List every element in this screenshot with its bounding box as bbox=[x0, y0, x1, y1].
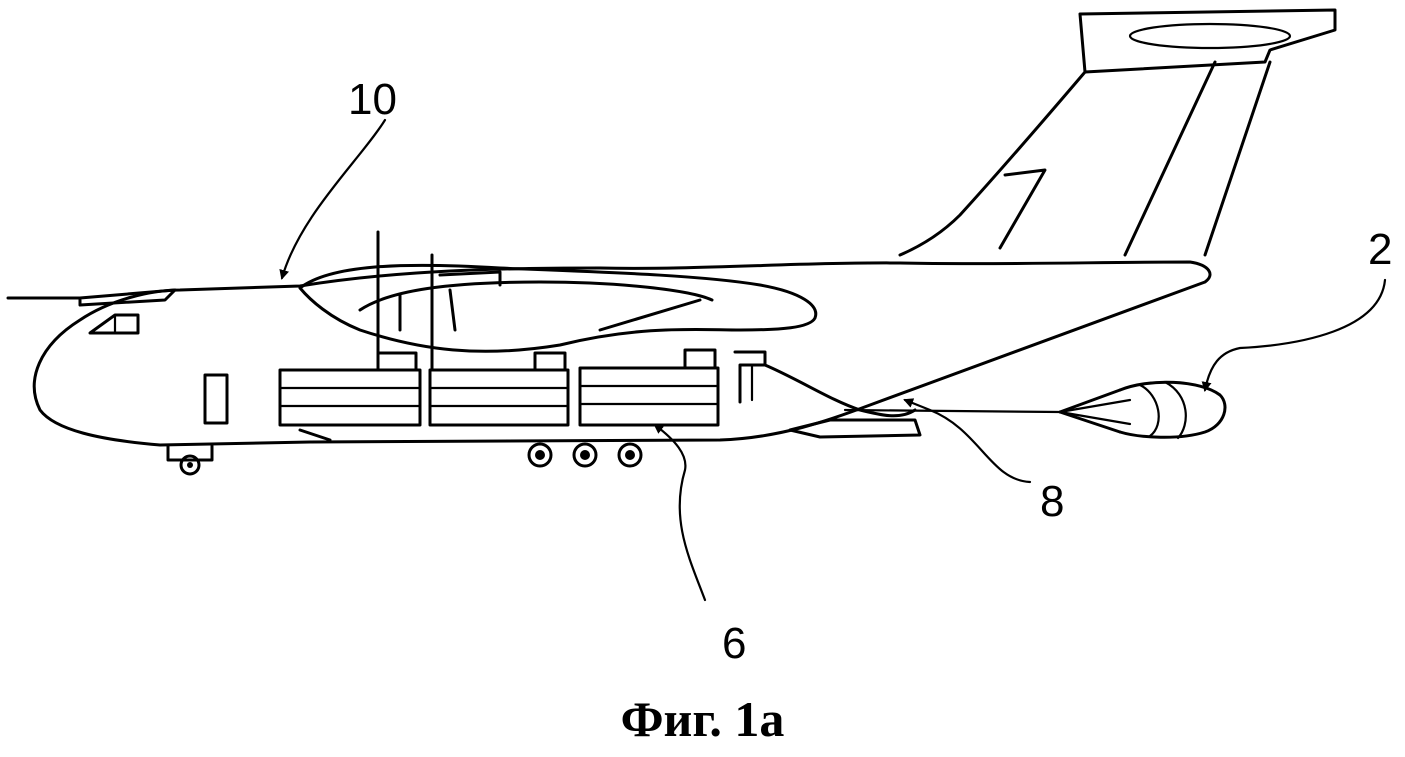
figure-caption: Фиг. 1а bbox=[620, 691, 785, 747]
reference-label-cargo: 6 bbox=[722, 619, 747, 668]
leader-line-10 bbox=[279, 118, 387, 280]
leader-line-2 bbox=[1201, 278, 1387, 392]
reference-label-aircraft: 10 bbox=[348, 75, 397, 124]
fuselage bbox=[6, 260, 1212, 476]
main-landing-gear bbox=[527, 442, 643, 468]
reference-label-extraction-line: 8 bbox=[1040, 477, 1065, 526]
reference-label-parachute: 2 bbox=[1368, 225, 1393, 274]
leader-line-8 bbox=[903, 398, 1032, 484]
wing-engine bbox=[298, 230, 818, 372]
cargo-pallets bbox=[278, 348, 767, 442]
leader-line-6 bbox=[653, 423, 707, 602]
extraction-line bbox=[843, 408, 1062, 414]
tail-fin bbox=[898, 8, 1337, 257]
extraction-parachute bbox=[1058, 380, 1227, 440]
rear-ramp bbox=[763, 363, 922, 439]
